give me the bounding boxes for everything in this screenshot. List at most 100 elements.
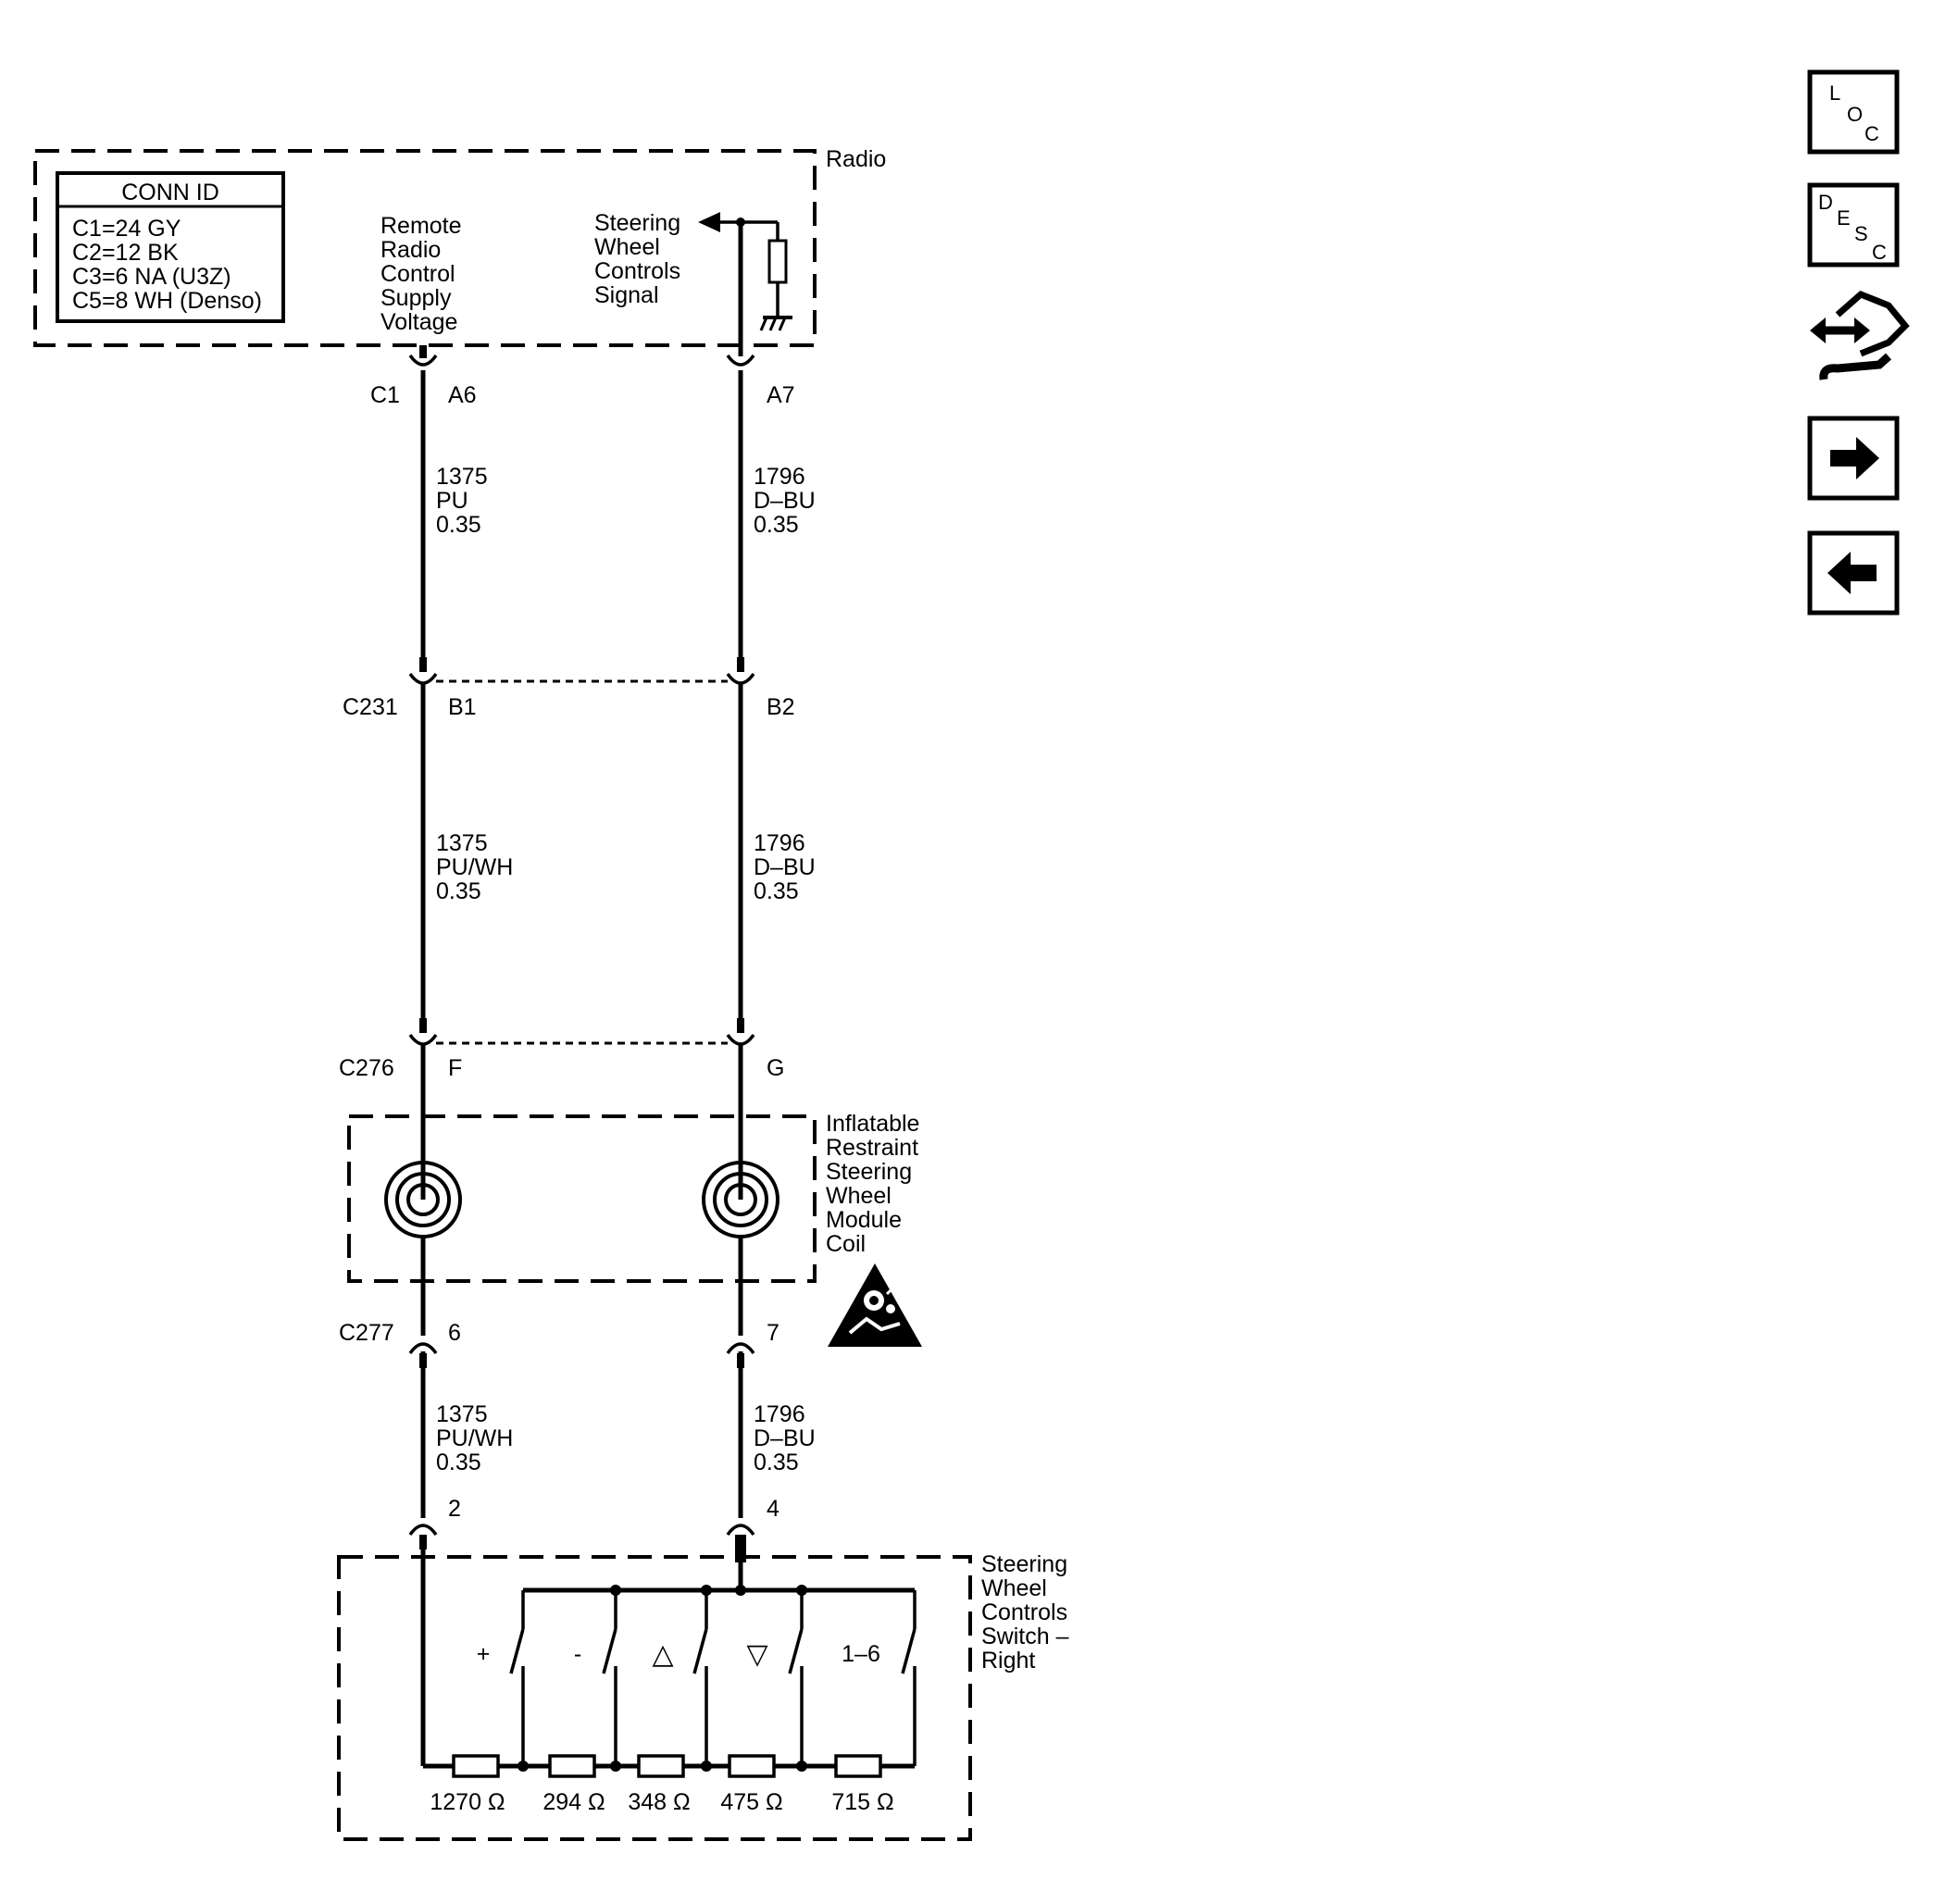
conn-id-line: C2=12 BK (72, 240, 179, 266)
conn-id-line: C1=24 GY (72, 216, 181, 242)
nav-desc-button[interactable]: D E S C (1807, 182, 1900, 268)
pin-4: 4 (767, 1496, 779, 1522)
svg-text:Controls: Controls (594, 258, 680, 284)
svg-text:Radio: Radio (380, 237, 441, 263)
wire-1375 (419, 345, 427, 1766)
svg-text:PU/WH: PU/WH (436, 854, 513, 880)
resistor-label: 348 Ω (628, 1789, 690, 1815)
arrow-left-icon (1827, 552, 1877, 594)
resistor-label: 1270 Ω (430, 1789, 505, 1815)
pin-6: 6 (448, 1320, 461, 1346)
nav-previous-button[interactable] (1807, 530, 1900, 616)
supply-voltage-label: Remote Radio Control Supply Voltage (380, 213, 462, 335)
svg-text:Steering: Steering (826, 1159, 912, 1185)
svg-text:1375: 1375 (436, 830, 488, 856)
svg-text:S: S (1854, 222, 1868, 245)
nav-loc-button[interactable]: L O C (1807, 69, 1900, 155)
svg-text:1796: 1796 (754, 1401, 805, 1427)
switch-resistors (452, 1754, 882, 1778)
wire-label-seg3-right: 1796 D–BU 0.35 (754, 1401, 816, 1475)
coil-label: Inflatable Restraint Steering Wheel Modu… (826, 1111, 919, 1257)
wire-label-seg1-right: 1796 D–BU 0.35 (754, 464, 816, 538)
nav-connector-view-icon[interactable] (1810, 290, 1910, 380)
svg-text:Wheel: Wheel (594, 234, 660, 260)
svg-text:0.35: 0.35 (754, 512, 799, 538)
steering-switch-module: Steering Wheel Controls Switch – Right (337, 1551, 1069, 1841)
svg-text:0.35: 0.35 (436, 512, 481, 538)
svg-text:D–BU: D–BU (754, 488, 816, 514)
svg-text:Signal: Signal (594, 282, 659, 308)
switch-contacts (509, 1590, 917, 1766)
svg-text:Supply: Supply (380, 285, 452, 311)
svg-text:1375: 1375 (436, 1401, 488, 1427)
conn-id-line: C5=8 WH (Denso) (72, 288, 262, 314)
wire-1796 (735, 222, 746, 1587)
pin-f: F (448, 1055, 462, 1081)
pin-a6: A6 (448, 382, 477, 408)
connector-symbols (408, 354, 755, 1537)
resistor-label: 715 Ω (831, 1789, 893, 1815)
svg-text:L: L (1829, 81, 1840, 105)
svg-text:Remote: Remote (380, 213, 462, 239)
button-up-label: △ (652, 1639, 673, 1670)
resistor-label: 294 Ω (542, 1789, 605, 1815)
connector-c277-id: C277 (339, 1320, 394, 1346)
svg-text:1375: 1375 (436, 464, 488, 490)
svg-text:Wheel: Wheel (981, 1575, 1047, 1601)
svg-text:Restraint: Restraint (826, 1135, 918, 1161)
svg-text:0.35: 0.35 (436, 1450, 481, 1475)
airbag-warning-icon (828, 1263, 922, 1347)
connector-c1-id: C1 (370, 382, 400, 408)
conn-id-line: C3=6 NA (U3Z) (72, 264, 231, 290)
pin-7: 7 (767, 1320, 779, 1346)
svg-text:C: C (1872, 241, 1887, 264)
svg-text:D–BU: D–BU (754, 854, 816, 880)
svg-text:0.35: 0.35 (436, 878, 481, 904)
wire-labels: 1375 PU 0.35 1796 D–BU 0.35 1375 PU/WH 0… (436, 464, 816, 1475)
svg-text:D: D (1818, 191, 1833, 214)
switch-resistor-labels: 1270 Ω 294 Ω 348 Ω 475 Ω 715 Ω (430, 1789, 893, 1815)
svg-text:1796: 1796 (754, 464, 805, 490)
controls-signal-label: Steering Wheel Controls Signal (594, 210, 680, 308)
coil-right-icon (702, 1116, 779, 1281)
radio-label: Radio (826, 146, 886, 172)
button-plus-label: + (477, 1641, 491, 1667)
pin-b1: B1 (448, 694, 477, 720)
pin-g: G (767, 1055, 784, 1081)
svg-text:0.35: 0.35 (754, 1450, 799, 1475)
nav-next-button[interactable] (1807, 416, 1900, 501)
svg-text:Coil: Coil (826, 1231, 866, 1257)
conn-id-box: CONN ID C1=24 GY C2=12 BK C3=6 NA (U3Z) … (56, 171, 285, 323)
svg-text:Wheel: Wheel (826, 1183, 892, 1209)
connector-c231-id: C231 (343, 694, 398, 720)
svg-text:Control: Control (380, 261, 455, 287)
svg-text:Inflatable: Inflatable (826, 1111, 919, 1137)
wire-label-seg2-right: 1796 D–BU 0.35 (754, 830, 816, 904)
svg-text:C: C (1864, 122, 1879, 145)
button-down-label: ▽ (746, 1639, 767, 1670)
svg-text:PU/WH: PU/WH (436, 1425, 513, 1451)
svg-text:D–BU: D–BU (754, 1425, 816, 1451)
pin-a7: A7 (767, 382, 795, 408)
wire-label-seg1-left: 1375 PU 0.35 (436, 464, 488, 538)
svg-text:Steering: Steering (981, 1551, 1067, 1577)
arrow-right-icon (1830, 437, 1879, 479)
svg-text:Controls: Controls (981, 1599, 1067, 1625)
button-minus-label: - (574, 1641, 581, 1667)
connector-labels: C1 A6 A7 C231 B1 B2 C276 F G C277 6 7 2 … (339, 382, 795, 1522)
svg-text:0.35: 0.35 (754, 878, 799, 904)
clockspring-coil-module: Inflatable Restraint Steering Wheel Modu… (347, 1111, 922, 1347)
radio-internal-circuit (698, 212, 792, 331)
radio-module: Radio CONN ID C1=24 GY C2=12 BK C3=6 NA … (33, 146, 886, 347)
svg-text:Module: Module (826, 1207, 902, 1233)
switch-label: Steering Wheel Controls Switch – Right (981, 1551, 1069, 1674)
resistor-label: 475 Ω (720, 1789, 782, 1815)
switch-button-labels: + - △ ▽ 1–6 (477, 1639, 880, 1670)
svg-text:E: E (1837, 206, 1851, 230)
svg-text:PU: PU (436, 488, 468, 514)
svg-text:Switch –: Switch – (981, 1624, 1069, 1649)
coil-left-icon (384, 1116, 462, 1281)
button-preset-label: 1–6 (842, 1641, 880, 1667)
svg-text:1796: 1796 (754, 830, 805, 856)
